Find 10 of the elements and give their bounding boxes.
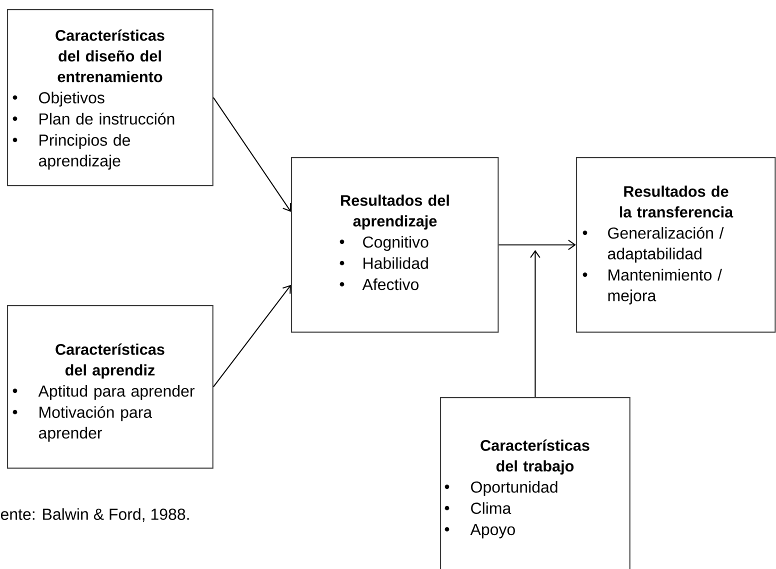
source-note: ente: Balwin & Ford, 1988. [0,508,189,522]
arrow [530,250,540,397]
process-box: Resultados del aprendizaje Cognitivo Habilidad Afectivo [291,157,499,333]
arrow [212,97,292,212]
process-box: Características del trabajo Oportunidad Clima Apoyo [440,397,630,569]
process-box: Características del diseño del entrenamiento Objetivos Plan de instrucción Principios de aprendizaje [7,9,214,186]
process-box: Resultados de la transferencia Generalización / adaptabilidad Mantenimiento / mejora [576,157,776,333]
arrow [212,284,291,388]
arrow [498,240,576,250]
process-box: Características del aprendiz Aptitud para aprender Motivación para aprender [7,305,214,469]
